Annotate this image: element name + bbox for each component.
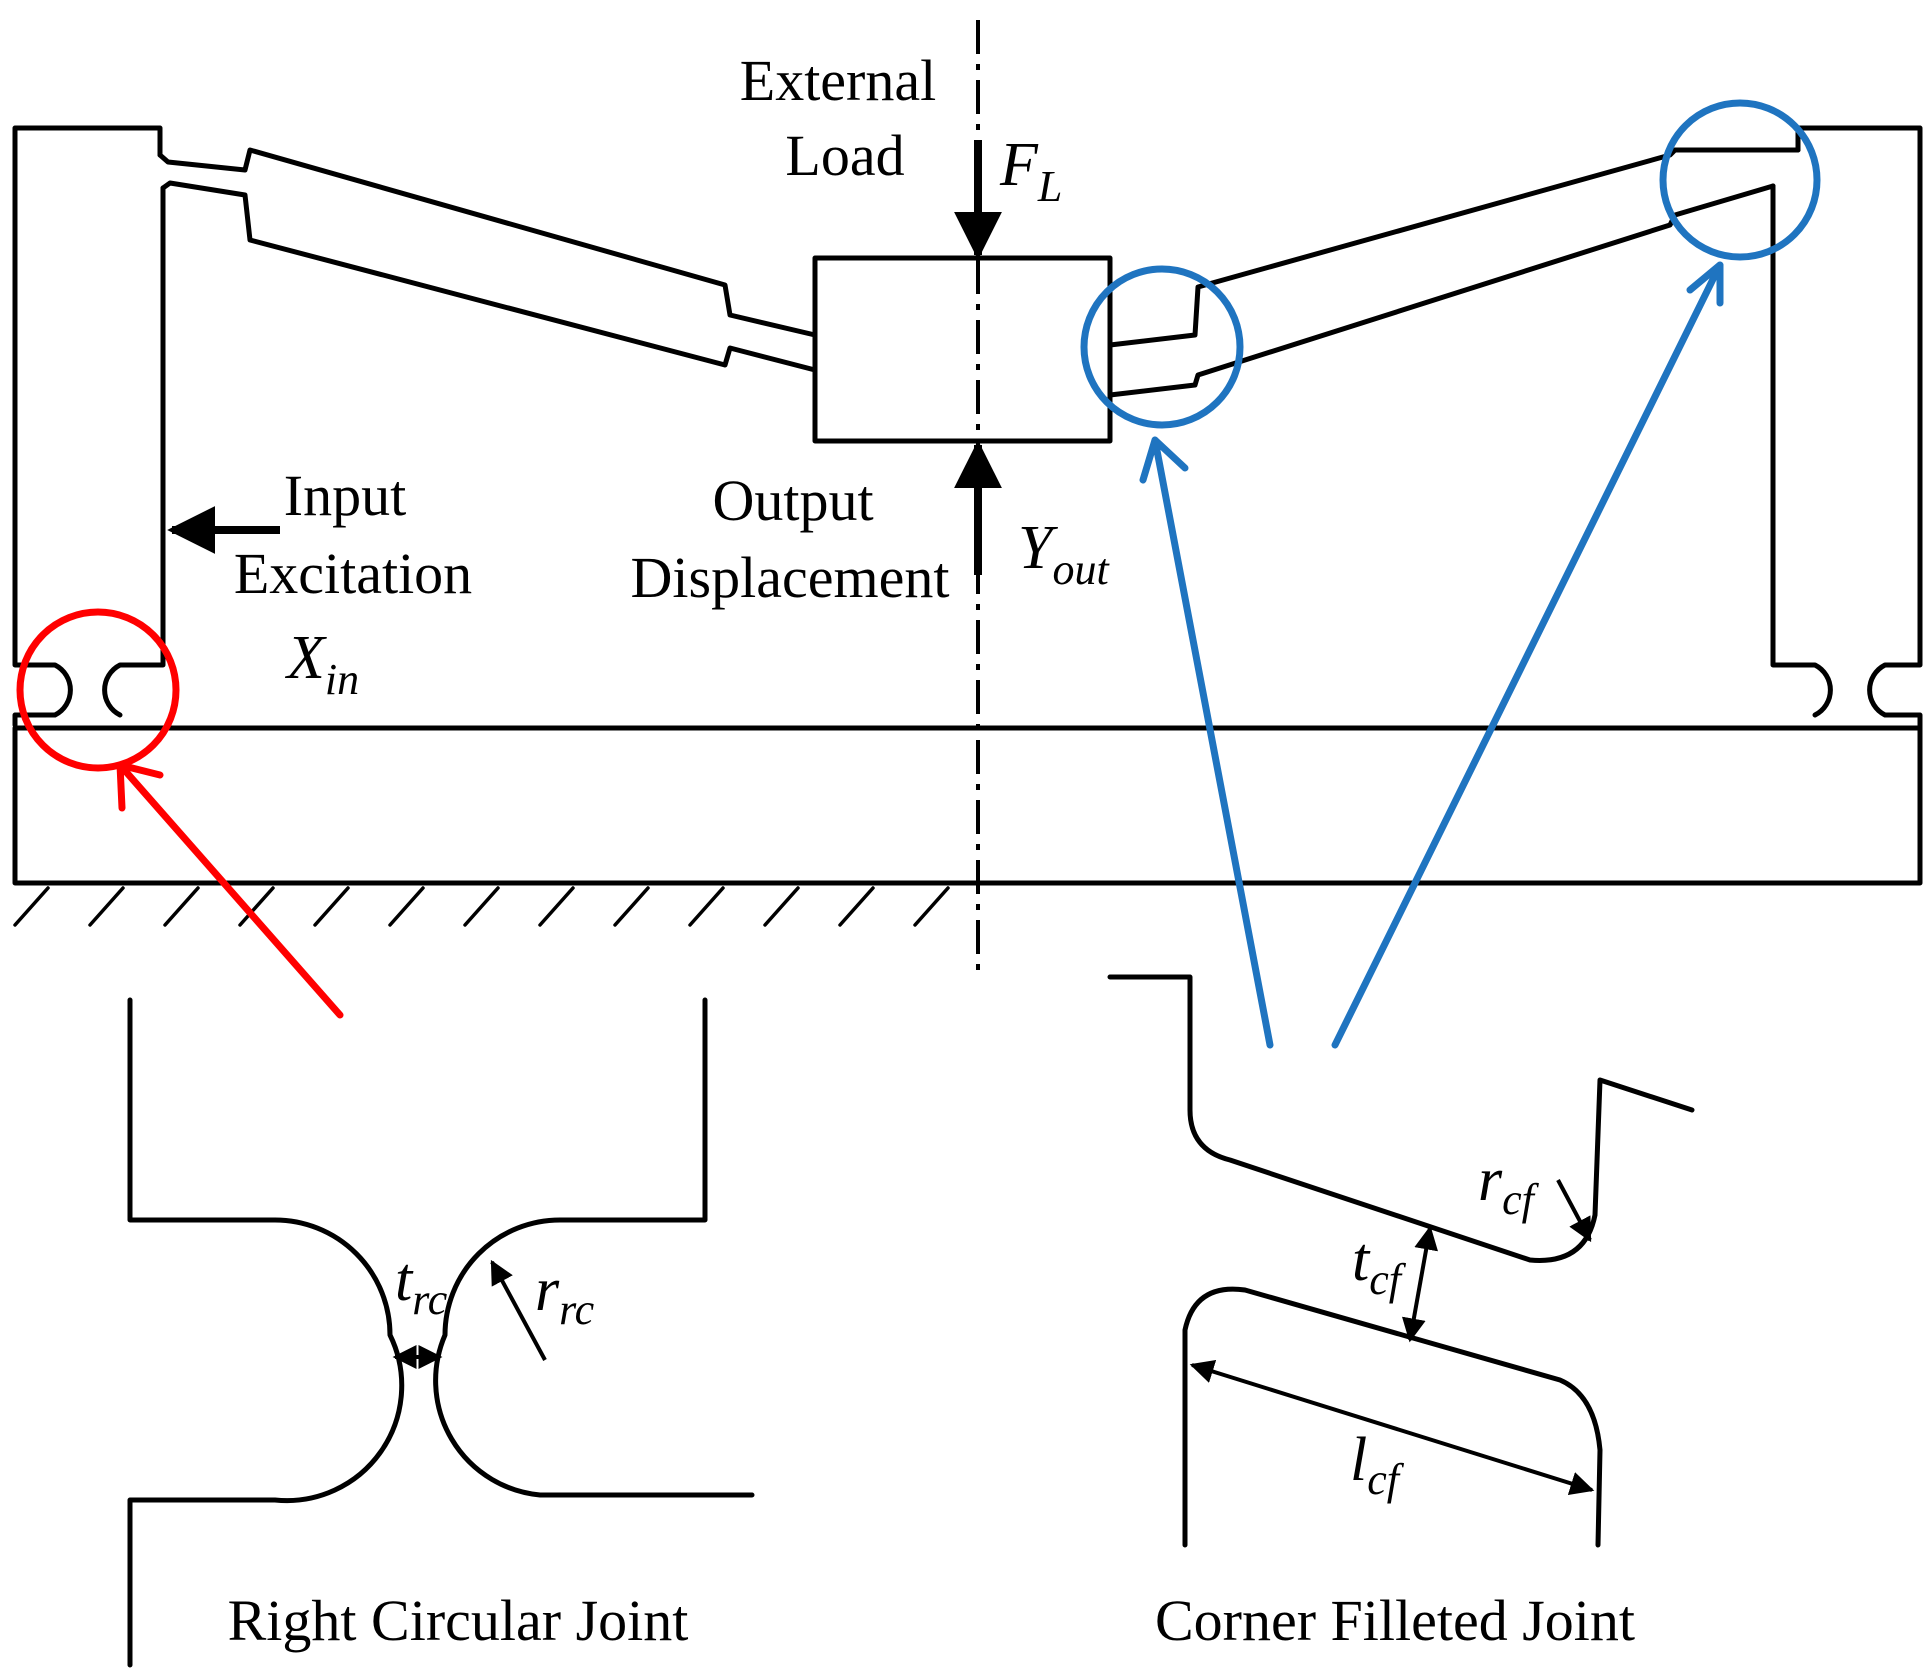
right-input-lever [1770,125,1923,731]
rcf-label: rcf [1478,1146,1540,1224]
rrc-dimension [490,1259,547,1361]
base-plate [12,725,1923,886]
output-block [812,255,1113,444]
circular-joint-highlight [16,608,344,1019]
right-circular-joint-detail [127,997,755,1668]
tcf-dimension [1401,1225,1439,1343]
corner-filleted-joint-detail [1107,974,1695,1548]
input-label-line2: Excitation [234,541,472,606]
output-label-line1: Output [712,468,873,533]
left-input-lever [12,125,166,728]
rrc-label: rrc [535,1256,595,1334]
xin-symbol: Xin [284,624,359,704]
right-link [1107,147,1801,398]
right-circular-caption: Right Circular Joint [228,1588,689,1653]
external-load-label-line2: Load [785,123,904,188]
external-load-label-line1: External [740,48,936,113]
rcf-dimension [1556,1179,1592,1243]
output-label-line2: Displacement [631,545,950,610]
fl-symbol: FL [999,131,1062,211]
ground-hatching [13,886,950,927]
lcf-dimension [1189,1359,1595,1496]
trc-label: trc [395,1246,448,1324]
lcf-label: lcf [1350,1426,1405,1504]
tcf-label: tcf [1352,1226,1407,1304]
left-link [157,147,818,373]
corner-filleted-caption: Corner Filleted Joint [1155,1588,1635,1653]
filleted-joint-highlights [1080,99,1821,1049]
yout-symbol: Yout [1018,514,1110,594]
input-label-line1: Input [284,463,406,528]
